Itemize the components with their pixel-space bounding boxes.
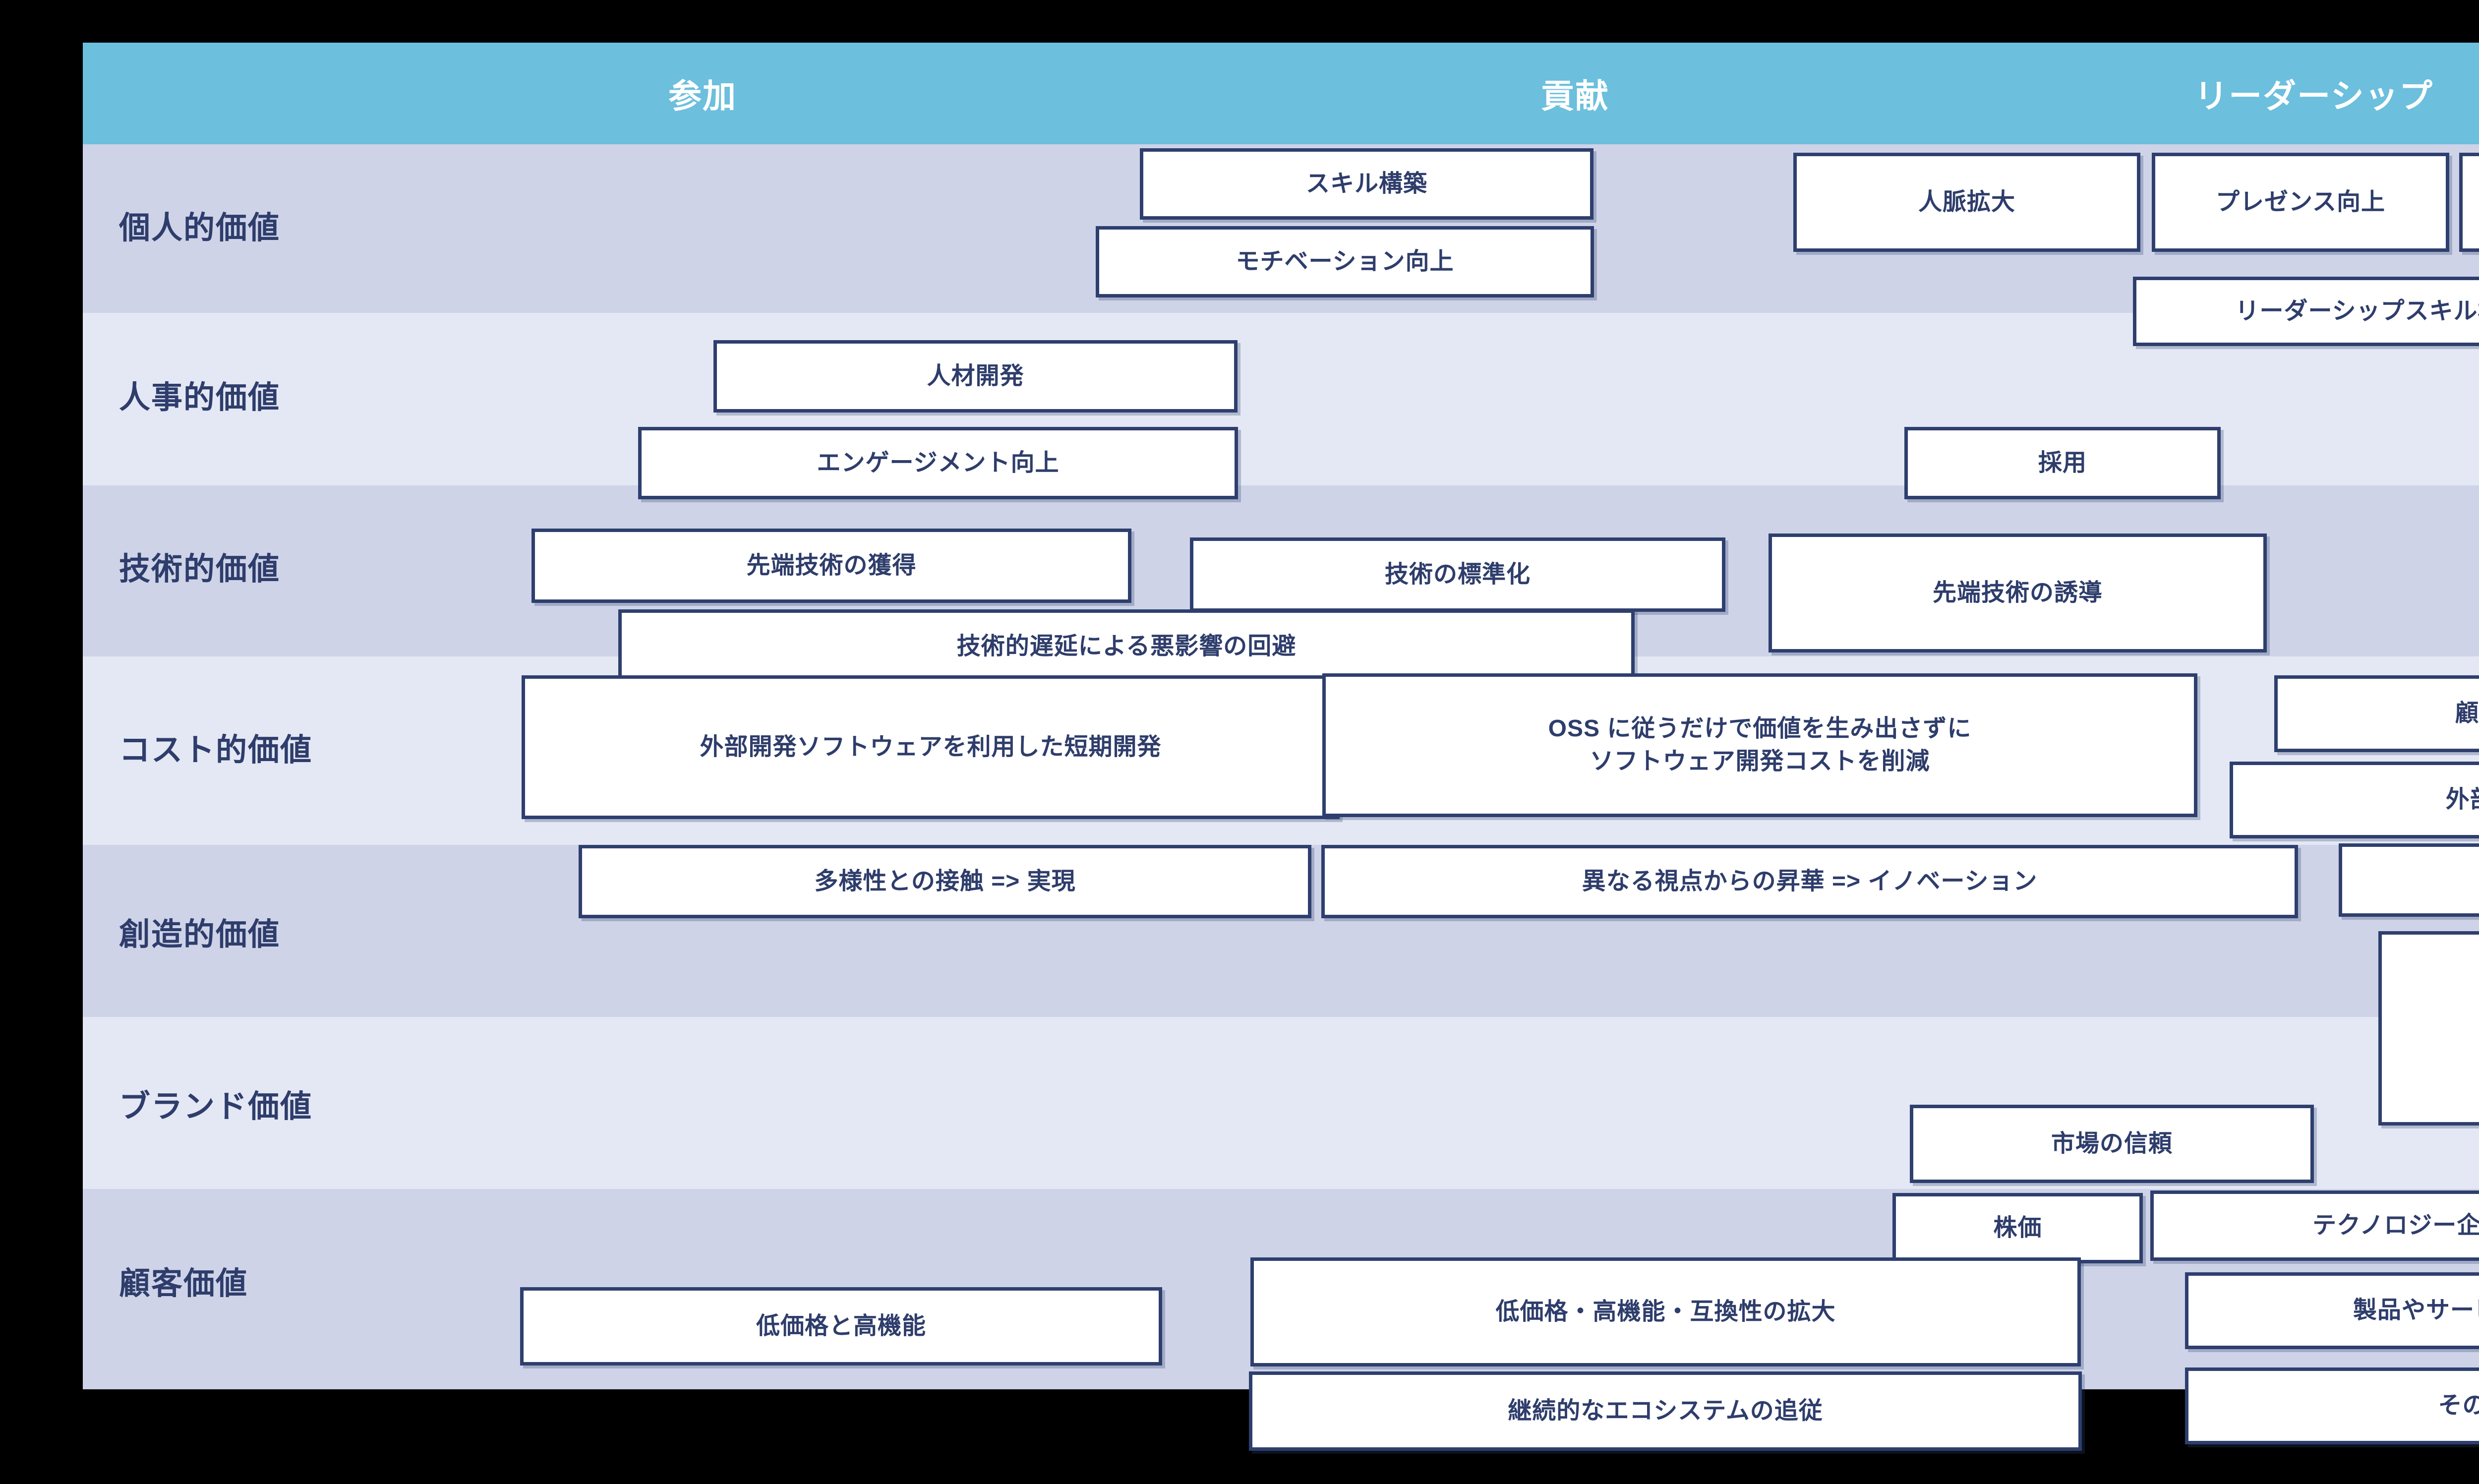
- value-matrix: 参加 貢献 リーダーシップ 個人的価値 人事的価値 技術的価値 コスト的価値 創…: [83, 43, 2479, 1389]
- row-label-hr-value: 人事的価値: [119, 372, 280, 417]
- value-box-advanced-technology-guidance[interactable]: 先端技術の誘導: [1769, 534, 2267, 653]
- value-box-continuous-ecosystem-following[interactable]: 継続的なエコシステムの追従: [1249, 1371, 2082, 1451]
- value-box-avoid-technical-delay-impact[interactable]: 技術的遅延による悪影響の回避: [618, 609, 1635, 684]
- value-box-external-resource-utilization[interactable]: 外部リソースの活用: [2230, 762, 2479, 838]
- value-box-others[interactable]: その他？？？: [2185, 1367, 2479, 1444]
- value-box-human-resource-development[interactable]: 人材開発: [713, 340, 1238, 413]
- value-box-diversity-contact-realization[interactable]: 多様性との接触 => 実現: [579, 845, 1311, 918]
- matrix-header: 参加 貢献 リーダーシップ: [83, 43, 2479, 144]
- value-box-technology-standardization[interactable]: 技術の標準化: [1190, 537, 1725, 612]
- value-box-market-trust[interactable]: 市場の信頼: [1910, 1105, 2314, 1183]
- value-box-different-perspectives-innovation[interactable]: 異なる視点からの昇華 => イノベーション: [1321, 845, 2298, 918]
- value-box-engagement-improvement[interactable]: エンゲージメント向上: [638, 427, 1238, 499]
- value-box-low-price-high-function-compatibility[interactable]: 低価格・高機能・互換性の拡大: [1250, 1257, 2081, 1366]
- row-label-customer-value: 顧客価値: [119, 1258, 248, 1304]
- value-box-low-price-high-function[interactable]: 低価格と高機能: [520, 1287, 1162, 1365]
- column-header-contribution: 貢献: [1352, 43, 1798, 144]
- value-box-community-acquisition[interactable]: コミュニティの獲得: [2339, 843, 2479, 917]
- value-box-leadership-skill-building[interactable]: リーダーシップスキル構築: [2133, 277, 2479, 346]
- value-box-automatic-information-collection[interactable]: 情報などの自動的な収集: [2459, 153, 2479, 252]
- value-box-stock-price[interactable]: 株価: [1892, 1193, 2143, 1263]
- value-box-product-service-sustainability[interactable]: 製品やサービスの持続可能性: [2185, 1272, 2479, 1349]
- column-header-leadership: リーダーシップ: [1967, 43, 2479, 144]
- row-label-technical-value: 技術的価値: [119, 544, 280, 589]
- value-box-motivation-improvement[interactable]: モチベーション向上: [1096, 226, 1594, 297]
- row-label-cost-value: コスト的価値: [119, 725, 312, 770]
- value-box-customer-expansion[interactable]: 顧客拡大: [2274, 675, 2479, 752]
- value-box-presence-improvement[interactable]: プレゼンス向上: [2152, 153, 2449, 252]
- row-label-personal-value: 個人的価値: [119, 203, 280, 248]
- value-box-advanced-technology-acquisition[interactable]: 先端技術の獲得: [531, 529, 1131, 603]
- value-box-network-expansion[interactable]: 人脈拡大: [1793, 153, 2140, 252]
- value-box-recruitment[interactable]: 採用: [1904, 427, 2221, 499]
- row-label-creative-value: 創造的価値: [119, 909, 280, 954]
- value-box-presence-as-tech-company[interactable]: テクノロジー企業としての存在感: [2150, 1190, 2479, 1261]
- row-label-brand-value: ブランド価値: [119, 1081, 312, 1127]
- value-box-short-term-development-external-sw[interactable]: 外部開発ソフトウェアを利用した短期開発: [522, 675, 1340, 819]
- column-header-participation: 参加: [479, 43, 926, 144]
- value-box-skill-building[interactable]: スキル構築: [1140, 148, 1594, 220]
- value-box-feedback-usage-satisfaction[interactable]: フィードバック 利用拡大 顧客満足度向上: [2378, 931, 2479, 1126]
- value-box-oss-cost-reduction[interactable]: OSS に従うだけで価値を生み出さずに ソフトウェア開発コストを削減: [1322, 673, 2197, 817]
